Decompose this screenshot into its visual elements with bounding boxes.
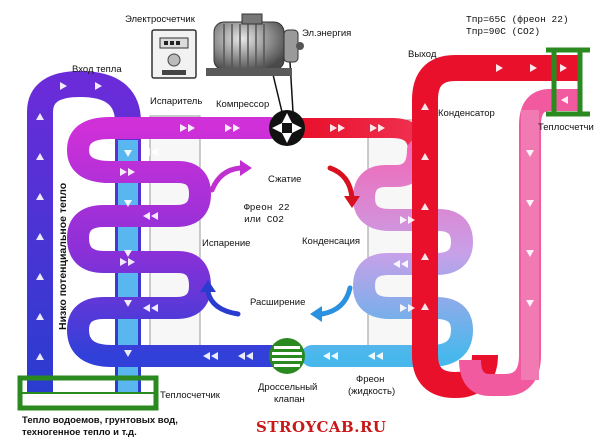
compressor-symbol-icon: [269, 110, 305, 146]
heat-meter-bottom-label: Теплосчетчик: [160, 390, 221, 401]
freon-label-2: или CO2: [244, 214, 284, 225]
condenser-label: Конденсатор: [438, 108, 495, 119]
heat-meter-bottom-left: [17, 375, 159, 411]
temp-label-2: Tпр=90С (CO2): [466, 26, 540, 37]
evaporator-label: Испаритель: [150, 96, 202, 107]
temp-label-1: Tпр=65С (фреон 22): [466, 14, 569, 25]
heat-meter-right-label: Теплосчетчи: [538, 122, 594, 133]
low-potential-label: Низко потенциальное тепло: [57, 183, 69, 330]
freon-label-1: Фреон 22: [244, 202, 290, 213]
source-label-1: Тепло водоемов, грунтовых вод,: [22, 415, 178, 426]
source-label-2: техногенное тепло и т.д.: [22, 427, 137, 438]
heat-meter-top-right: [546, 47, 590, 117]
evaporator-coil-pipe: [67, 117, 289, 367]
meter-label: Электросчетчик: [125, 14, 196, 25]
condenser-coil-pipe: [301, 139, 473, 367]
electric-meter-icon: [151, 29, 197, 79]
throttle-label-2: клапан: [274, 394, 305, 405]
freon-liquid-label-1: Фреон: [356, 374, 384, 385]
output-label: Выход: [408, 49, 437, 60]
compressor-label: Компрессор: [216, 99, 269, 110]
compression-label: Сжатие: [268, 174, 301, 185]
low-heat-loop-pipe: [27, 71, 141, 392]
heat-in-label: Вход тепла: [72, 64, 122, 75]
evaporation-label: Испарение: [202, 238, 250, 249]
energy-label: Эл.энергия: [302, 28, 351, 39]
cycle-arrows: [200, 160, 360, 322]
compressor-motor-icon: [206, 13, 304, 76]
throttle-label-1: Дроссельный: [258, 382, 317, 393]
evaporator-frame: [149, 115, 201, 363]
flow-arrows: [36, 64, 568, 360]
condensation-label: Конденсация: [302, 236, 360, 247]
brand-watermark: STROYCAB.RU: [256, 418, 387, 436]
expansion-label: Расширение: [250, 297, 305, 308]
freon-liquid-label-2: (жидкость): [348, 386, 395, 397]
throttle-valve-icon: [269, 338, 305, 374]
